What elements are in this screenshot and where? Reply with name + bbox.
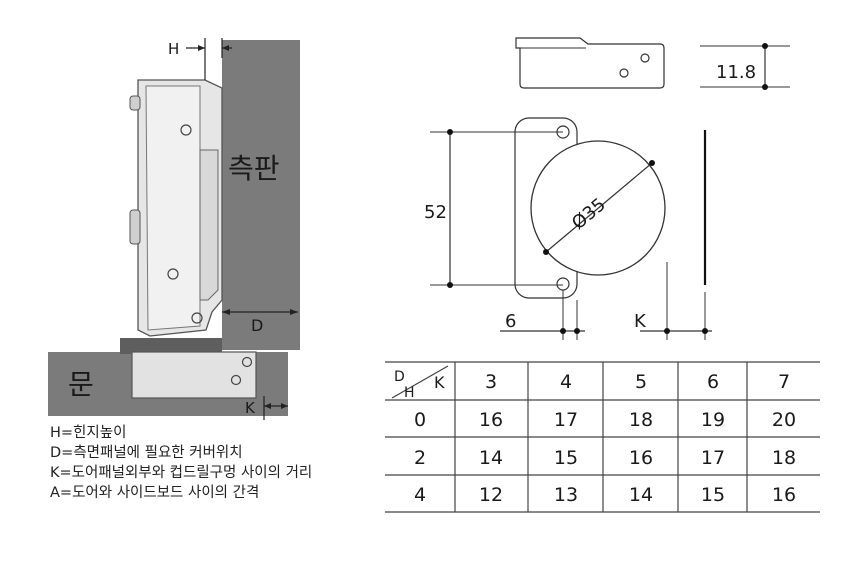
table-corner-k: K xyxy=(434,373,445,392)
table-cell: 17 xyxy=(701,447,725,469)
table-cell: 12 xyxy=(479,484,503,506)
spacing-dim-label: 52 xyxy=(424,202,447,223)
table-header-cell: 6 xyxy=(707,371,719,393)
table-cell: 13 xyxy=(554,484,578,506)
adjust-screw-icon xyxy=(129,209,141,245)
table-cell: 17 xyxy=(554,409,578,431)
table-header-cell: 3 xyxy=(485,371,497,393)
arrow-icon xyxy=(198,45,205,51)
dim-dot-icon xyxy=(543,249,549,255)
table-cell: 16 xyxy=(629,447,653,469)
table-cell: 15 xyxy=(554,447,578,469)
k-dim-label: K xyxy=(245,399,256,417)
legend-d: D=측면패널에 필요한 커버위치 xyxy=(50,445,243,461)
cup-screw-hole xyxy=(241,356,253,368)
table-cell: 14 xyxy=(479,447,503,469)
door-label: 문 xyxy=(68,368,94,401)
diameter-line xyxy=(545,162,653,253)
arm-hole xyxy=(191,312,203,324)
d-dim-label: D xyxy=(251,316,263,335)
k-dim-label: K xyxy=(634,311,647,332)
side-panel-label: 측판 xyxy=(228,152,280,185)
legend: H=힌지높이 D=측면패널에 필요한 커버위치 K=도어패널외부와 컵드릴구멍 … xyxy=(50,423,312,503)
table-cell: 14 xyxy=(629,484,653,506)
dim-dot-icon xyxy=(664,328,670,334)
table-cell: 18 xyxy=(629,409,653,431)
dim-dot-icon xyxy=(560,328,566,334)
table-row-h: 2 xyxy=(414,447,426,469)
arm-hole xyxy=(167,268,179,280)
table-row-h: 4 xyxy=(414,484,426,506)
top-hole xyxy=(640,53,650,63)
hinge-arm-link xyxy=(199,149,219,301)
table-header-cell: 7 xyxy=(778,371,790,393)
dimension-table xyxy=(385,361,820,513)
top-view: 11.8 xyxy=(515,37,790,90)
dim-dot-icon xyxy=(447,282,453,288)
dim-dot-icon xyxy=(447,129,453,135)
dim-dot-icon xyxy=(762,84,768,90)
hinge-top-outline xyxy=(515,37,665,89)
height-dim-label: 11.8 xyxy=(716,62,756,83)
arrow-icon xyxy=(222,45,229,51)
table-cell: 15 xyxy=(701,484,725,506)
table-corner-d: D xyxy=(394,369,405,385)
dim-dot-icon xyxy=(649,160,655,166)
top-hole xyxy=(619,68,629,78)
side-view: H D K 측판 문 xyxy=(48,38,300,420)
table-cell: 16 xyxy=(479,409,503,431)
table-cell: 18 xyxy=(772,447,796,469)
legend-k: K=도어패널외부와 컵드릴구멍 사이의 거리 xyxy=(50,465,313,481)
cup-view: Ø35 52 6 K xyxy=(424,117,712,340)
arrow-icon xyxy=(281,403,288,409)
dim-dot-icon xyxy=(762,43,768,49)
dim-dot-icon xyxy=(574,328,580,334)
dim-dot-icon xyxy=(702,328,708,334)
arm-hole xyxy=(180,124,192,136)
adjust-screw-icon xyxy=(129,95,141,111)
table-cell: 19 xyxy=(701,409,725,431)
legend-a: A=도어와 사이드보드 사이의 간격 xyxy=(50,485,260,501)
side-panel xyxy=(222,40,300,350)
corner-diagonal xyxy=(391,365,449,399)
table-corner-h: H xyxy=(404,385,415,401)
table-row-h: 0 xyxy=(414,409,426,431)
arrow-icon xyxy=(222,309,230,315)
table-header-cell: 4 xyxy=(560,371,572,393)
hinge-cup-side xyxy=(131,351,257,399)
mounting-plate xyxy=(120,338,222,354)
table-header-cell: 5 xyxy=(635,371,647,393)
cup-screw-hole xyxy=(230,374,242,386)
table-text: D H K 3 4 5 6 7 0 16 17 18 19 20 2 14 15… xyxy=(394,369,796,506)
h-dim-label: H xyxy=(168,40,179,58)
legend-h: H=힌지높이 xyxy=(50,425,127,441)
table-cell: 16 xyxy=(772,484,796,506)
arrow-icon xyxy=(290,309,298,315)
table-cell: 20 xyxy=(772,409,796,431)
hinge-arm-inner xyxy=(145,85,201,331)
arrow-icon xyxy=(264,403,271,409)
offset-dim-label: 6 xyxy=(505,311,516,332)
